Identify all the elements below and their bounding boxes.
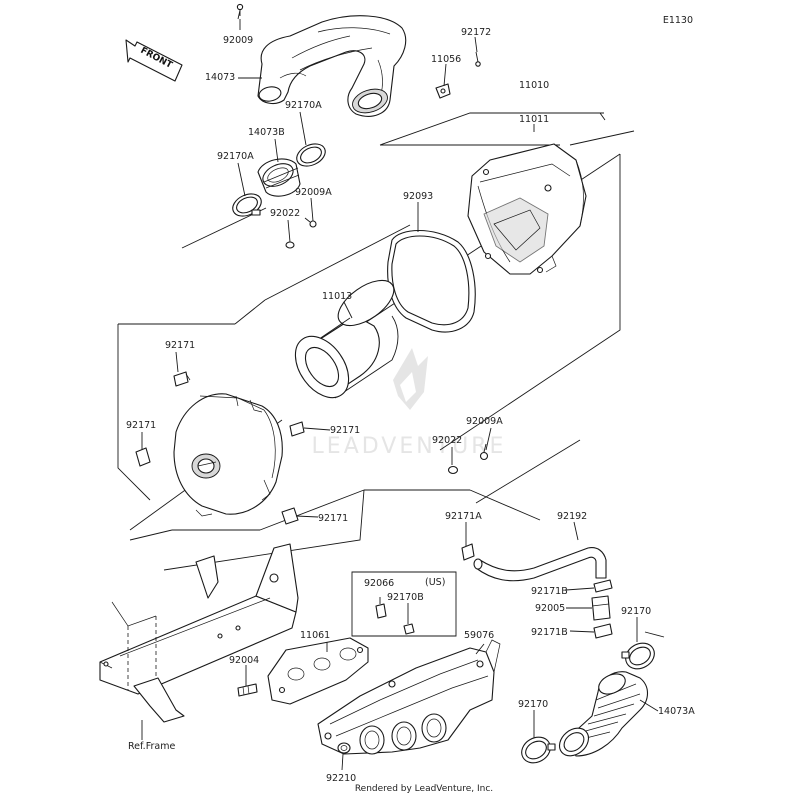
- exhaust-manifold-59076: [317, 639, 501, 755]
- washer-92022-top: [285, 241, 295, 249]
- label-92170-right: 92170: [621, 606, 651, 617]
- label-14073B: 14073B: [248, 127, 285, 138]
- label-92171-a: 92171: [165, 340, 195, 351]
- label-14073A: 14073A: [658, 706, 695, 717]
- washer-92022-right: [447, 465, 459, 475]
- diagram-code: E1130: [663, 15, 693, 26]
- gasket-92093: [387, 230, 476, 333]
- watermark-text: LEADVENTURE: [312, 434, 507, 459]
- label-92009A-top: 92009A: [295, 187, 332, 198]
- us-parts-box: [351, 571, 457, 637]
- label-92171B-top: 92171B: [531, 586, 568, 597]
- air-box-case-11011: [467, 143, 587, 275]
- clamp-92171B-bottom: [593, 623, 613, 639]
- label-11010: 11010: [519, 80, 549, 91]
- clamp-92170-bottom: [521, 736, 556, 764]
- nut-92210: [337, 742, 351, 754]
- bolt-92172: [475, 51, 481, 67]
- leader-lines: [141, 19, 659, 771]
- boot-14073B: [257, 158, 301, 197]
- bracket-11056: [435, 83, 451, 99]
- fitting-92005: [591, 595, 611, 621]
- part-labels: 92009 14073 92172 11056 11010 11011 9217…: [126, 27, 695, 784]
- label-14073: 14073: [205, 72, 235, 83]
- label-92171A: 92171A: [445, 511, 482, 522]
- footer-credit: Rendered by LeadVenture, Inc.: [355, 784, 493, 794]
- label-11061: 11061: [300, 630, 330, 641]
- frame-reference: [99, 543, 299, 740]
- clamp-92171B-top: [593, 579, 613, 593]
- label-11013: 11013: [322, 291, 352, 302]
- label-92022-top: 92022: [270, 208, 300, 219]
- clamp-92170-right: [621, 642, 655, 670]
- clamp-92171A: [461, 543, 475, 561]
- bolt-92009A-top: [304, 217, 317, 228]
- label-92171-d: 92171: [318, 513, 348, 524]
- front-arrow-icon: FRONT: [125, 39, 183, 82]
- label-92004: 92004: [229, 655, 259, 666]
- label-92170A-left: 92170A: [217, 151, 254, 162]
- latch-92171-b: [135, 447, 151, 467]
- label-11011: 11011: [519, 114, 549, 125]
- clamp-92170A-top: [296, 143, 326, 167]
- us-note: (US): [425, 577, 445, 588]
- leadventure-watermark: LEADVENTURE: [312, 348, 507, 459]
- bolt-92009A-right: [479, 443, 489, 461]
- label-92093: 92093: [403, 191, 433, 202]
- label-92170A-top: 92170A: [285, 100, 322, 111]
- ref-frame-label: Ref.Frame: [128, 741, 175, 752]
- label-92171B-bottom: 92171B: [531, 627, 568, 638]
- bolt-92009: [236, 3, 244, 16]
- intake-duct-14073: [257, 15, 407, 117]
- label-92066: 92066: [364, 578, 394, 589]
- label-92192: 92192: [557, 511, 587, 522]
- label-92009A-right: 92009A: [466, 416, 503, 427]
- label-92210: 92210: [326, 773, 356, 784]
- label-92172: 92172: [461, 27, 491, 38]
- label-59076: 59076: [464, 630, 494, 641]
- breather-hose-92192: [473, 547, 607, 582]
- label-92171-c: 92171: [330, 425, 360, 436]
- intake-duct-14073A: [558, 671, 649, 757]
- label-92022-right: 92022: [432, 435, 462, 446]
- filter-element-11013: [294, 279, 399, 399]
- air-box-cover: [173, 393, 283, 517]
- label-92171-b: 92171: [126, 420, 156, 431]
- label-11056: 11056: [431, 54, 461, 65]
- latch-92171-a: [173, 371, 191, 387]
- label-92170B: 92170B: [387, 592, 424, 603]
- label-92170-bottom: 92170: [518, 699, 548, 710]
- label-92009-top: 92009: [223, 35, 253, 46]
- clamp-92170A-left: [232, 193, 262, 217]
- stud-92004: [237, 683, 258, 697]
- guide-lines: [117, 5, 665, 638]
- gasket-11061: [267, 637, 369, 705]
- latch-92171-d: [281, 507, 299, 525]
- label-92005: 92005: [535, 603, 565, 614]
- latch-92171-c: [289, 421, 305, 437]
